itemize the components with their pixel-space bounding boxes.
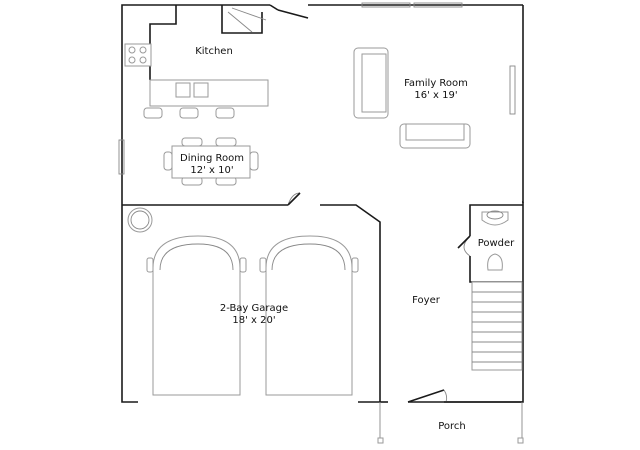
room-name-kitchen: Kitchen xyxy=(195,46,233,57)
garage-walls xyxy=(122,192,381,402)
front-door xyxy=(407,389,523,403)
car-left xyxy=(146,235,247,396)
room-name-family: Family Room xyxy=(404,78,468,89)
porch-outline xyxy=(377,402,524,444)
room-size-dining: 12' x 10' xyxy=(190,165,234,176)
stairs xyxy=(471,281,523,371)
room-name-garage: 2-Bay Garage xyxy=(219,303,289,314)
room-label-foyer: Foyer xyxy=(396,295,456,307)
family-tv xyxy=(509,65,516,115)
top-door xyxy=(269,4,309,19)
room-label-dining: Dining Room 12' x 10' xyxy=(172,153,252,177)
room-label-garage: 2-Bay Garage 18' x 20' xyxy=(206,303,302,327)
room-name-dining: Dining Room xyxy=(180,153,244,164)
car-right xyxy=(259,235,359,396)
room-name-foyer: Foyer xyxy=(412,295,440,306)
room-label-kitchen: Kitchen xyxy=(184,46,244,58)
room-label-family: Family Room 16' x 19' xyxy=(396,78,476,102)
top-windows xyxy=(361,2,463,8)
dining-table xyxy=(163,137,259,186)
room-size-garage: 18' x 20' xyxy=(232,315,276,326)
kitchen-fixtures xyxy=(124,5,269,119)
powder-room xyxy=(457,204,523,283)
water-heater-icon xyxy=(127,207,153,233)
room-size-family: 16' x 19' xyxy=(414,90,458,101)
room-label-powder: Powder xyxy=(470,238,522,250)
room-name-powder: Powder xyxy=(477,238,515,249)
room-label-porch: Porch xyxy=(422,421,482,433)
room-name-porch: Porch xyxy=(438,421,466,432)
family-furniture xyxy=(353,47,471,149)
dining-window xyxy=(118,139,125,175)
